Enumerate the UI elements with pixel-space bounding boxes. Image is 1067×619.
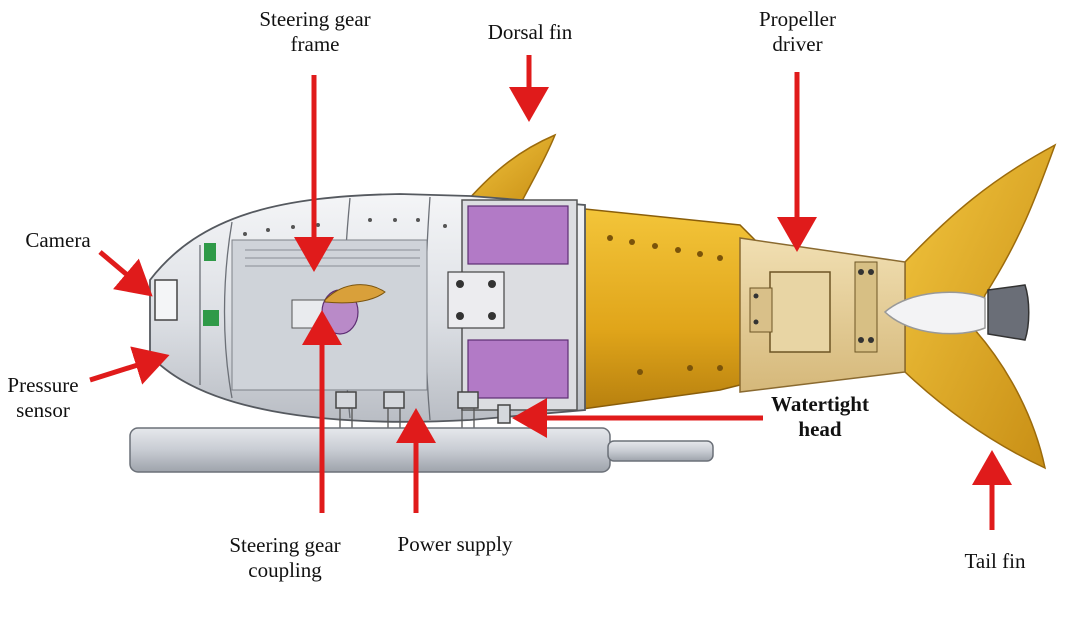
label-steering-gear-frame: Steering gear frame xyxy=(259,7,371,56)
arrow-camera xyxy=(98,250,153,297)
label-propeller-driver: Propeller driver xyxy=(759,7,836,56)
label-steering-gear-coupling: Steering gear coupling xyxy=(229,533,341,582)
label-dorsal-fin: Dorsal fin xyxy=(487,20,573,44)
label-pressure-sensor: Pressure sensor xyxy=(7,373,79,422)
power-supply-tube xyxy=(129,427,611,473)
label-camera: Camera xyxy=(25,228,91,252)
rear-body xyxy=(574,207,761,411)
propeller-hub xyxy=(987,284,1030,341)
propeller-cone xyxy=(883,291,986,335)
label-power-supply: Power supply xyxy=(397,532,513,556)
label-watertight-head: Watertight head xyxy=(771,392,869,441)
arrow-pressure-sensor xyxy=(89,346,170,385)
dorsal-fin-shape xyxy=(466,133,557,206)
label-tail-fin: Tail fin xyxy=(964,549,1026,573)
